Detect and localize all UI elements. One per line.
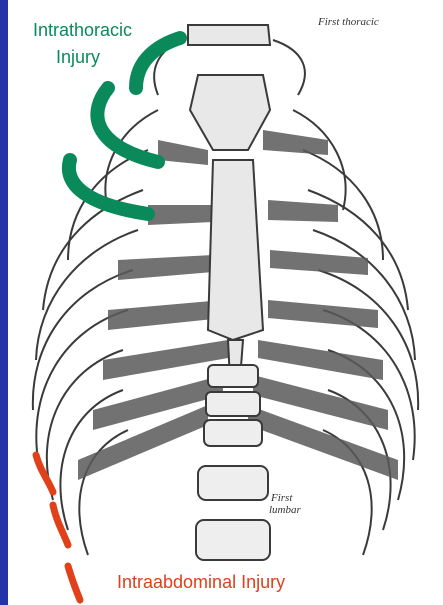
intrathoracic-label-line2: Injury bbox=[56, 47, 100, 68]
rib-cage-illustration bbox=[8, 0, 443, 605]
right-ribs bbox=[293, 110, 418, 555]
intraabdominal-injury-marks bbox=[36, 455, 80, 600]
illustration-panel: Intrathoracic Injury Intraabdominal Inju… bbox=[8, 0, 443, 605]
intraabdominal-label: Intraabdominal Injury bbox=[117, 572, 285, 593]
vertebrae bbox=[196, 365, 270, 560]
intrathoracic-label-line1: Intrathoracic bbox=[33, 20, 132, 41]
sternum bbox=[190, 75, 270, 380]
first-lumbar-label-line2: lumbar bbox=[269, 504, 301, 516]
first-lumbar-label-line1: First bbox=[271, 492, 292, 504]
first-thoracic-label: First thoracic bbox=[318, 16, 379, 28]
